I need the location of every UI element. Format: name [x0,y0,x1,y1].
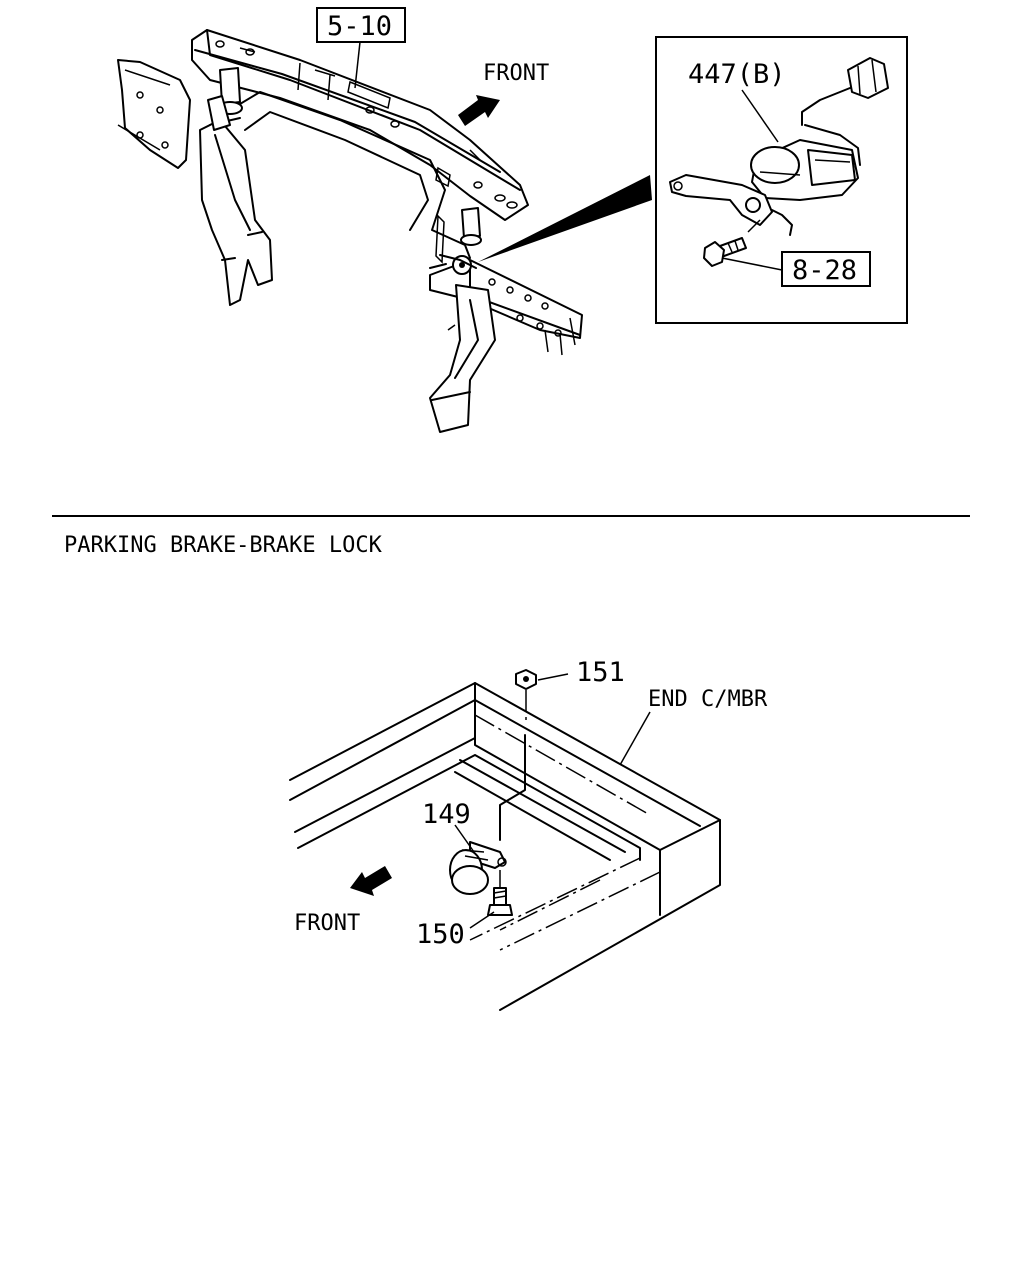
part-151-label: 151 [576,657,625,688]
frame-assembly [117,29,652,433]
inset-panel [655,36,908,324]
part-149-label: 149 [422,799,471,830]
ref-5-10-box [316,7,406,43]
ref-8-28-box [781,251,871,287]
ref-8-28-label: 8-28 [792,255,857,286]
front-arrow-bottom-icon [350,866,392,896]
front-label-bottom: FRONT [294,911,360,936]
front-arrow-top-icon [458,95,500,126]
part-150-label: 150 [416,919,465,950]
part-447b-label: 447(B) [688,59,786,90]
bolt-150-icon [487,887,513,916]
brake-lock-switch-icon [449,841,507,895]
end-cmbr-label: END C/MBR [648,687,768,712]
front-label-top: FRONT [483,61,549,86]
ref-5-10-label: 5-10 [327,11,392,42]
end-cross-member [289,682,721,1011]
section-title: PARKING BRAKE-BRAKE LOCK [64,533,383,558]
